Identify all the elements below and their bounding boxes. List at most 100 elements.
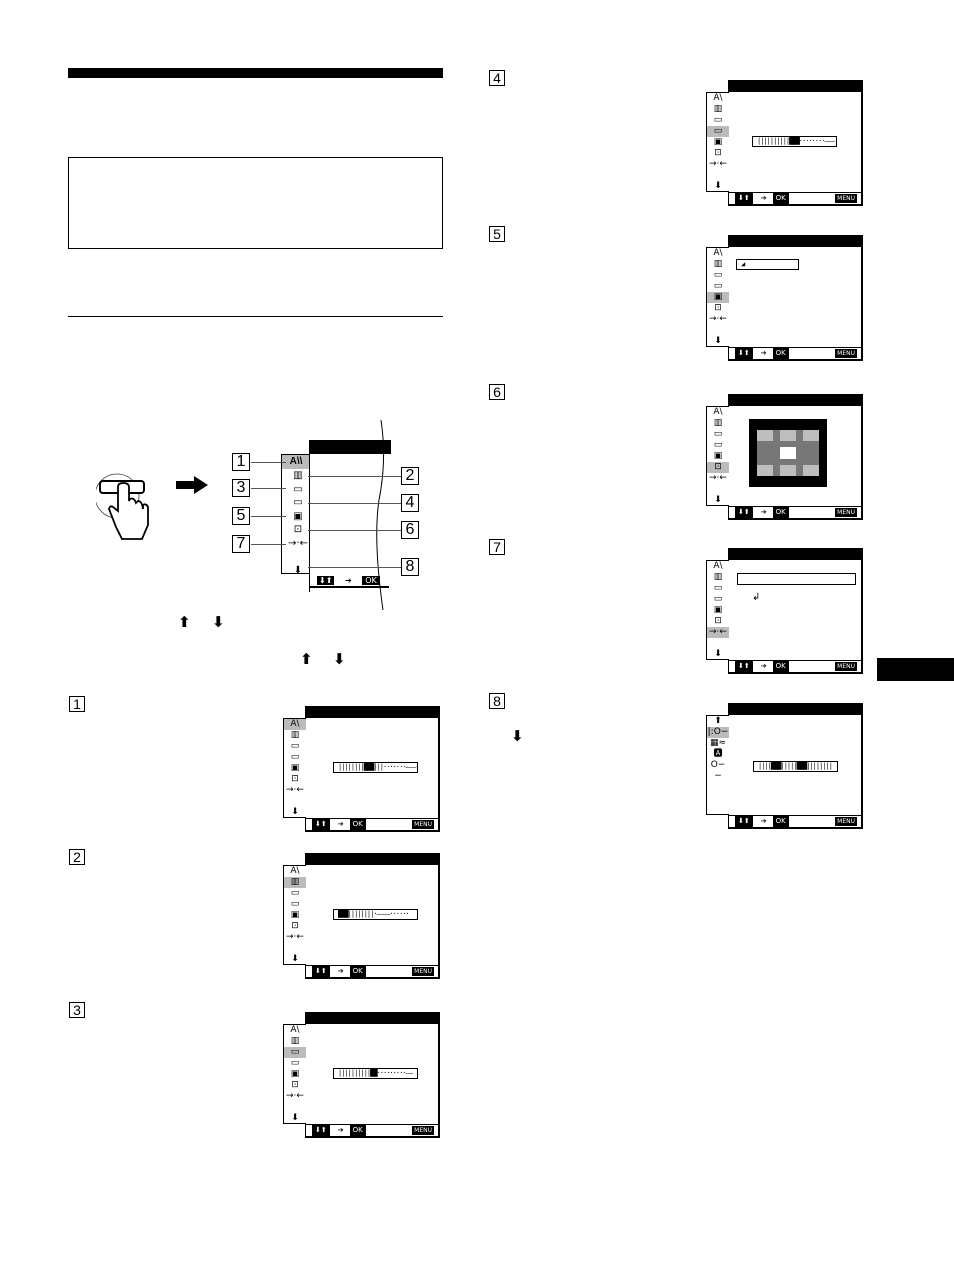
v-size-icon: ▭: [707, 126, 729, 137]
picture-icon: A\: [713, 561, 723, 571]
moire-icon: |:O−: [707, 727, 729, 738]
center-icon: ⊡: [291, 1080, 299, 1090]
osd-icon-column: A\\: [281, 454, 310, 574]
h-size-icon: ▭: [713, 270, 723, 280]
v-size-icon: ▭: [713, 594, 723, 604]
pattern-icon: ▣: [707, 292, 729, 303]
convergence-icon: →·←: [286, 932, 304, 942]
down-arrow-icon: ⬇: [714, 495, 722, 505]
callout-2: 2: [401, 467, 419, 485]
section-divider: [68, 316, 443, 317]
convergence-icon: →·←: [709, 314, 727, 324]
osd-level-bar: ||||||||||███········–––: [752, 136, 837, 147]
reset-return-icon: ↲: [752, 592, 761, 603]
callout-3: 3: [232, 479, 250, 497]
pattern-icon: ▣: [713, 137, 723, 147]
picture-icon: A\: [284, 719, 306, 730]
color-icon: ▥: [290, 730, 300, 740]
lock-key-icon: O−−: [710, 760, 726, 781]
down-arrow-icon: ⬇: [291, 1113, 299, 1123]
color-icon: ▥: [284, 877, 306, 888]
picture-icon: A\: [713, 407, 723, 417]
side-language-tab: [877, 658, 954, 681]
pattern-icon: ▣: [290, 1069, 300, 1079]
language-icon: 🅰: [713, 749, 723, 759]
callout-5: 5: [232, 507, 250, 525]
note-box: [68, 157, 443, 249]
color-icon: ▥: [293, 470, 303, 481]
osd-screen-step-1: A\ ▥ ▭ ▭ ▣ ⊡ →·← ⬇ ||||||||███|||·······…: [283, 706, 440, 832]
v-size-icon: ▭: [290, 752, 300, 762]
picture-icon: A\: [713, 248, 723, 258]
h-size-icon: ▭: [290, 888, 300, 898]
h-size-icon: ▭: [293, 483, 303, 495]
callout-6: 6: [401, 521, 419, 539]
color-icon: ▥: [290, 1036, 300, 1046]
osd-level-bar: ||||███|||||███||||||||: [753, 761, 838, 772]
h-size-icon: ▭: [290, 741, 300, 751]
osd-input-field: [737, 573, 856, 585]
v-size-icon: ▭: [290, 899, 300, 909]
v-size-icon: ▭: [713, 281, 723, 291]
osd-screen-step-3: A\ ▥ ▭ ▭ ▣ ⊡ →·← ⬇ ||||||||||██·········…: [283, 1012, 440, 1138]
color-icon: ▥: [713, 418, 723, 428]
osd-screen-step-2: A\ ▥ ▭ ▭ ▣ ⊡ →·← ⬇ ███||||||||·––––·····…: [283, 853, 440, 979]
pattern-icon: ▣: [293, 510, 303, 522]
step-8-number: 8: [489, 693, 505, 709]
osd-icon-column: A\ ▥ ▭ ▭ ▣ ⊡ →·← ⬇: [283, 718, 306, 818]
down-arrow-icon: ⬇: [511, 727, 524, 745]
pattern-icon: ▣: [290, 763, 300, 773]
picture-icon: A\: [290, 1025, 300, 1035]
up-arrow-icon: ⬆: [714, 716, 722, 726]
step-6-number: 6: [489, 384, 505, 400]
down-arrow-icon: ⬇: [714, 649, 722, 659]
up-arrow-icon: ⬆: [178, 613, 191, 631]
callout-8: 8: [401, 558, 419, 576]
osd-footer: ⬇⬆ ➔ OK: [309, 574, 389, 588]
h-size-icon: ▭: [713, 429, 723, 439]
convergence-icon: →·←: [288, 537, 308, 549]
center-icon: ⊡: [707, 462, 729, 473]
color-icon: ▥: [713, 104, 723, 114]
callout-4: 4: [401, 494, 419, 512]
center-icon: ⊡: [291, 921, 299, 931]
step-2-number: 2: [69, 849, 85, 865]
h-size-icon: ▭: [713, 115, 723, 125]
down-arrow-icon: ⬇: [212, 613, 225, 631]
test-pattern-grid: [749, 419, 827, 487]
down-arrow-icon: ⬇: [714, 181, 722, 191]
step-3-number: 3: [69, 1002, 85, 1018]
up-arrow-icon: ⬆: [300, 650, 313, 668]
center-icon: ⊡: [714, 148, 722, 158]
hand-press-button-illustration: [94, 467, 156, 547]
convergence-icon: →·←: [709, 473, 727, 483]
convergence-icon: →·←: [286, 785, 304, 795]
down-arrow-icon: ⬇: [714, 336, 722, 346]
pattern-icon: ▣: [290, 910, 300, 920]
picture-icon: A\\: [282, 455, 310, 469]
center-icon: ⊡: [714, 303, 722, 313]
center-icon: ⊡: [293, 524, 303, 535]
v-size-icon: ▭: [293, 497, 303, 508]
osd-screen-step-4: A\ ▥ ▭ ▭ ▣ ⊡ →·← ⬇ ||||||||||███········…: [706, 80, 863, 206]
step-4-number: 4: [489, 70, 505, 86]
section-header-bar: [68, 68, 443, 78]
down-arrow-icon: ⬇: [293, 565, 303, 576]
right-arrow-icon: [176, 476, 208, 499]
pattern-icon: ▣: [713, 605, 723, 615]
osd-screen-step-8: ⬆ |:O− ▦≈ 🅰 O−− ||||███|||||███|||||||| …: [706, 703, 863, 829]
osd-select-field: ◢: [736, 259, 799, 270]
osd-level-bar: ||||||||||██·········––: [333, 1068, 418, 1079]
picture-icon: A\: [290, 866, 300, 876]
osd-main-menu-diagram: A\\ ⬇⬆ ➔ OK: [281, 420, 401, 610]
degauss-icon: ▦≈: [709, 738, 727, 748]
center-icon: ⊡: [291, 774, 299, 784]
osd-title-bar: [305, 706, 440, 718]
osd-title-bar: [309, 440, 391, 454]
step-7-number: 7: [489, 539, 505, 555]
picture-icon: A\: [713, 93, 723, 103]
convergence-icon: →·←: [286, 1091, 304, 1101]
